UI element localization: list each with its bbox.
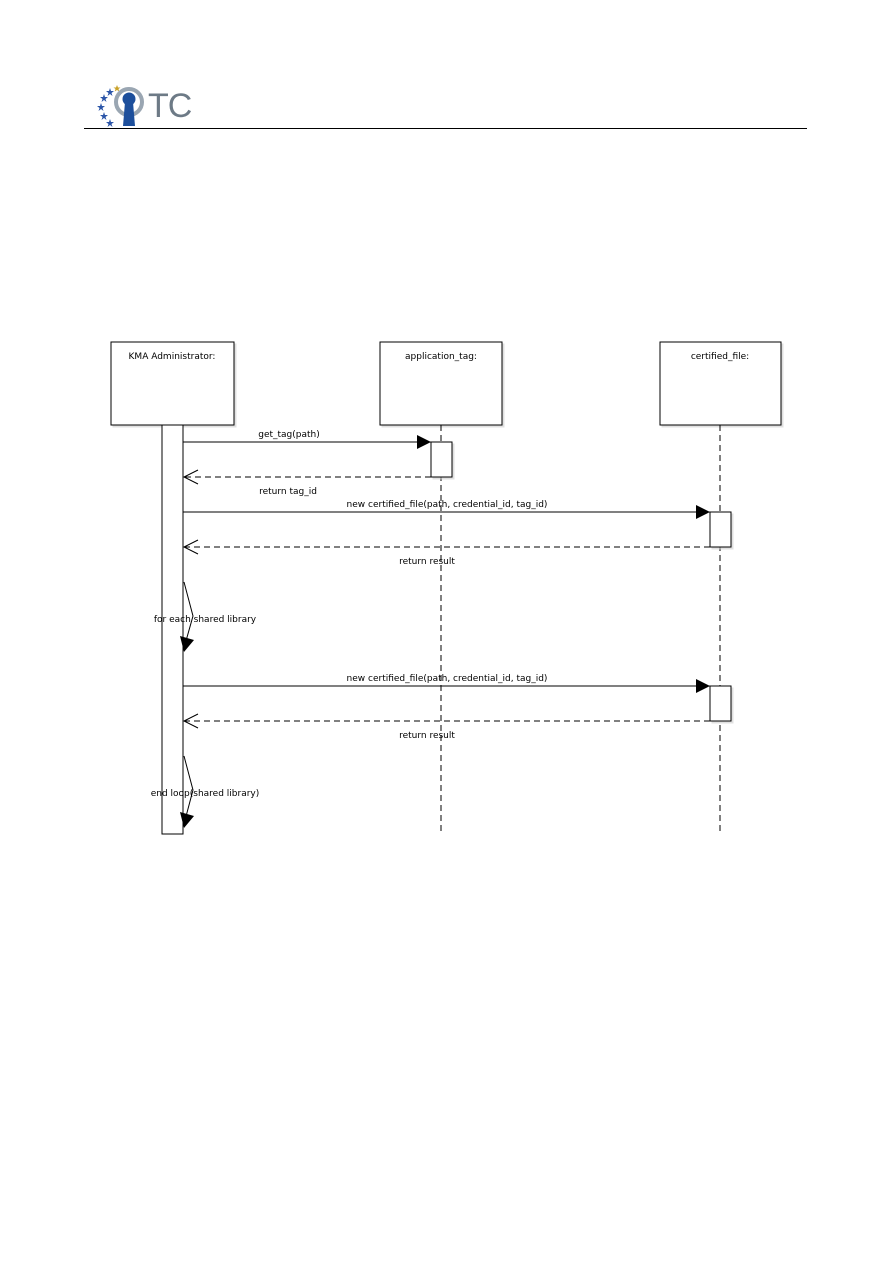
self-message-end-loop: [183, 755, 194, 825]
message-label-new-certified-file-1: new certified_file(path, credential_id, …: [347, 500, 548, 510]
header-rule: [84, 128, 807, 129]
return-label-result-2: return result: [399, 731, 455, 741]
arrowhead-get-tag: [417, 435, 431, 449]
lifeline-label-kma-administrator: KMA Administrator:: [129, 352, 216, 362]
open-arrowhead-result-2: [182, 713, 199, 729]
open-arrowhead-tag-id: [182, 469, 199, 485]
arrowhead-for-each: [180, 636, 194, 652]
return-label-tag-id: return tag_id: [259, 487, 317, 497]
keyhole-stars-logo-icon: [97, 85, 144, 127]
lifeline-box-kma-administrator: [110, 341, 235, 426]
self-message-label-for-each: for each shared library: [154, 615, 257, 625]
arrowhead-new-certified-file-1: [696, 505, 710, 519]
return-label-result-1: return result: [399, 557, 455, 567]
open-arrowhead-result-1: [182, 539, 199, 555]
message-label-new-certified-file-2: new certified_file(path, credential_id, …: [347, 674, 548, 684]
lifeline-label-certified-file: certified_file:: [691, 352, 749, 362]
activation-box-application-tag: [430, 441, 453, 478]
activation-bar-kma-administrator: [161, 424, 184, 835]
self-message-for-each: [183, 581, 194, 649]
lifeline-box-application-tag: [379, 341, 503, 426]
self-message-label-end-loop: end loop(shared library): [151, 789, 260, 799]
arrowhead-new-certified-file-2: [696, 679, 710, 693]
lifeline-label-application-tag: application_tag:: [405, 352, 477, 362]
arrowhead-end-loop: [180, 812, 194, 828]
page-header: TC: [0, 0, 893, 135]
lifeline-box-certified-file: [659, 341, 782, 426]
message-label-get-tag: get_tag(path): [258, 430, 320, 440]
activation-box-certified-file-2: [709, 685, 732, 722]
logo-text: TC: [148, 87, 192, 125]
activation-box-certified-file-1: [709, 511, 732, 548]
